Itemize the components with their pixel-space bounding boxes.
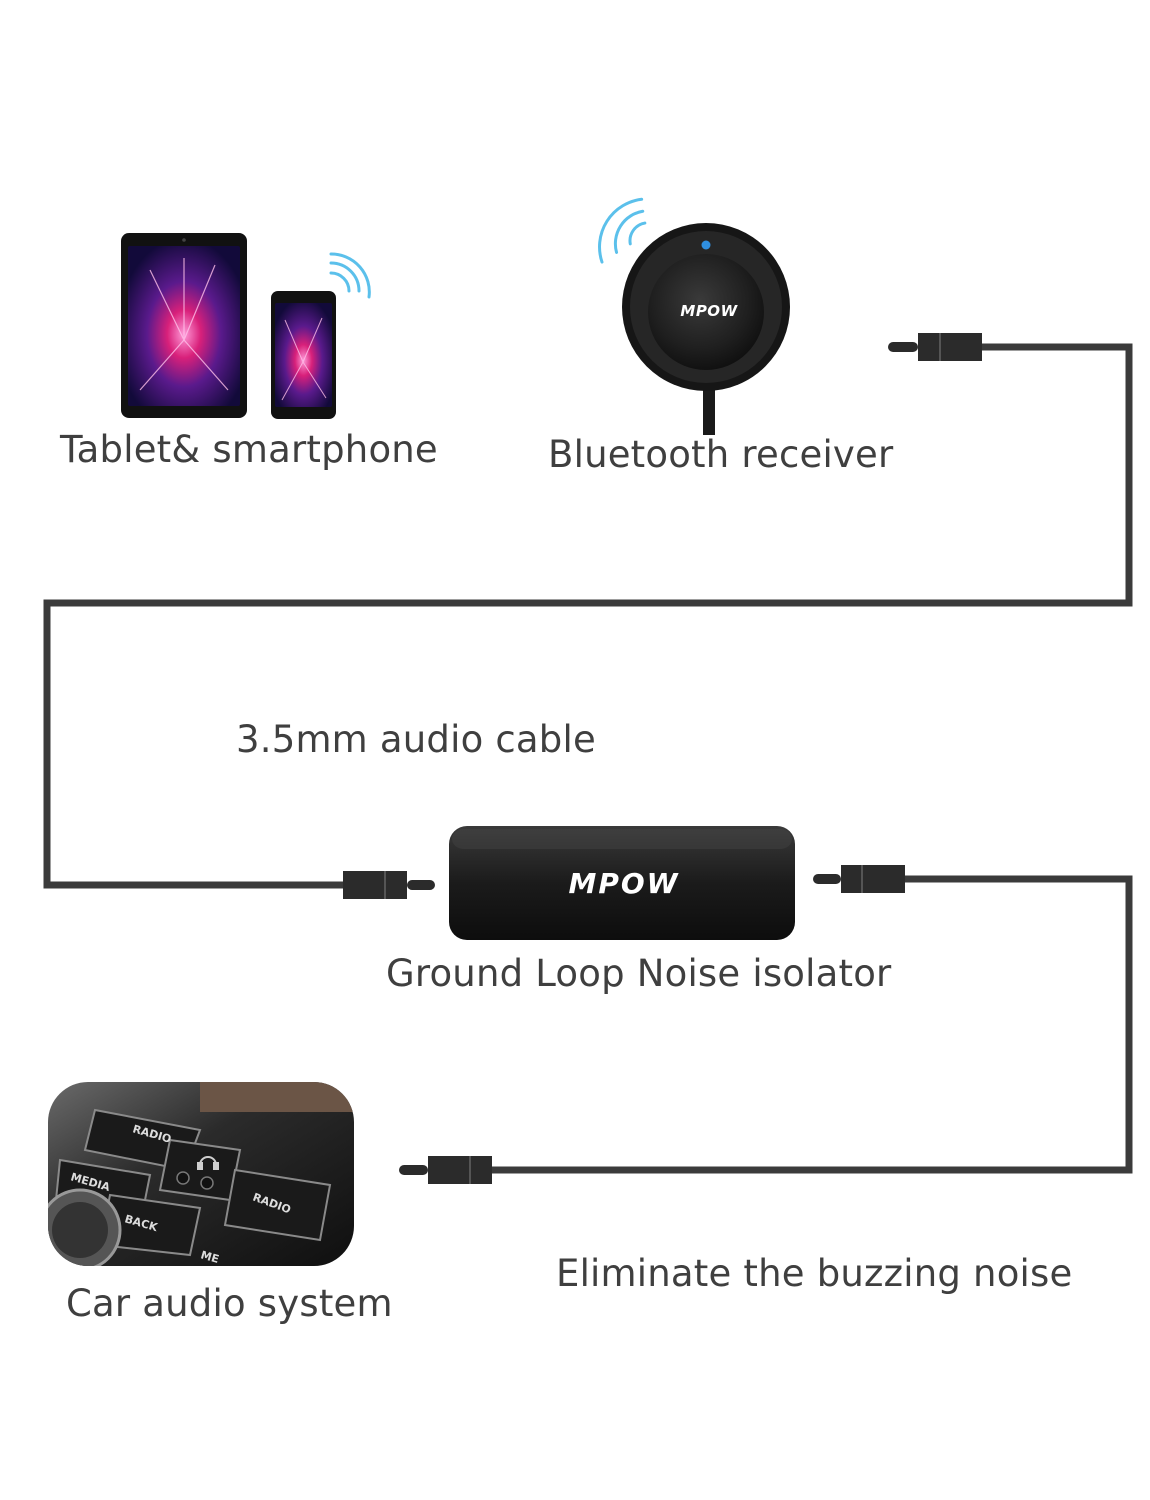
label-isolator: Ground Loop Noise isolator [386, 952, 892, 995]
cable-isolator-to-car [492, 875, 1133, 1174]
wifi-signal-icon [329, 252, 371, 299]
plug-car [399, 1156, 492, 1184]
plug-isolator-output [813, 865, 905, 893]
label-car-audio: Car audio system [66, 1282, 393, 1325]
cable-receiver-to-isolator [43, 343, 1133, 889]
plug-isolator-input [343, 871, 435, 899]
label-bluetooth-receiver: Bluetooth receiver [548, 433, 894, 476]
plug-receiver [888, 333, 982, 361]
wifi-signal-icon [598, 197, 647, 264]
car-audio-panel: RADIO MEDIA BACK RADIO ME [48, 1082, 354, 1266]
car-label-media-bottom: ME [199, 1248, 220, 1266]
tablet [121, 233, 247, 418]
headphone-icon [197, 1156, 219, 1170]
receiver-logo: MPOW [680, 302, 738, 320]
bluetooth-receiver: MPOW [622, 223, 790, 435]
label-eliminate-noise: Eliminate the buzzing noise [556, 1252, 1073, 1295]
ground-loop-isolator: MPOW [449, 826, 795, 940]
label-audio-cable: 3.5mm audio cable [236, 718, 596, 761]
label-tablet-smartphone: Tablet& smartphone [60, 428, 438, 471]
isolator-logo: MPOW [568, 867, 679, 900]
smartphone [271, 291, 336, 419]
